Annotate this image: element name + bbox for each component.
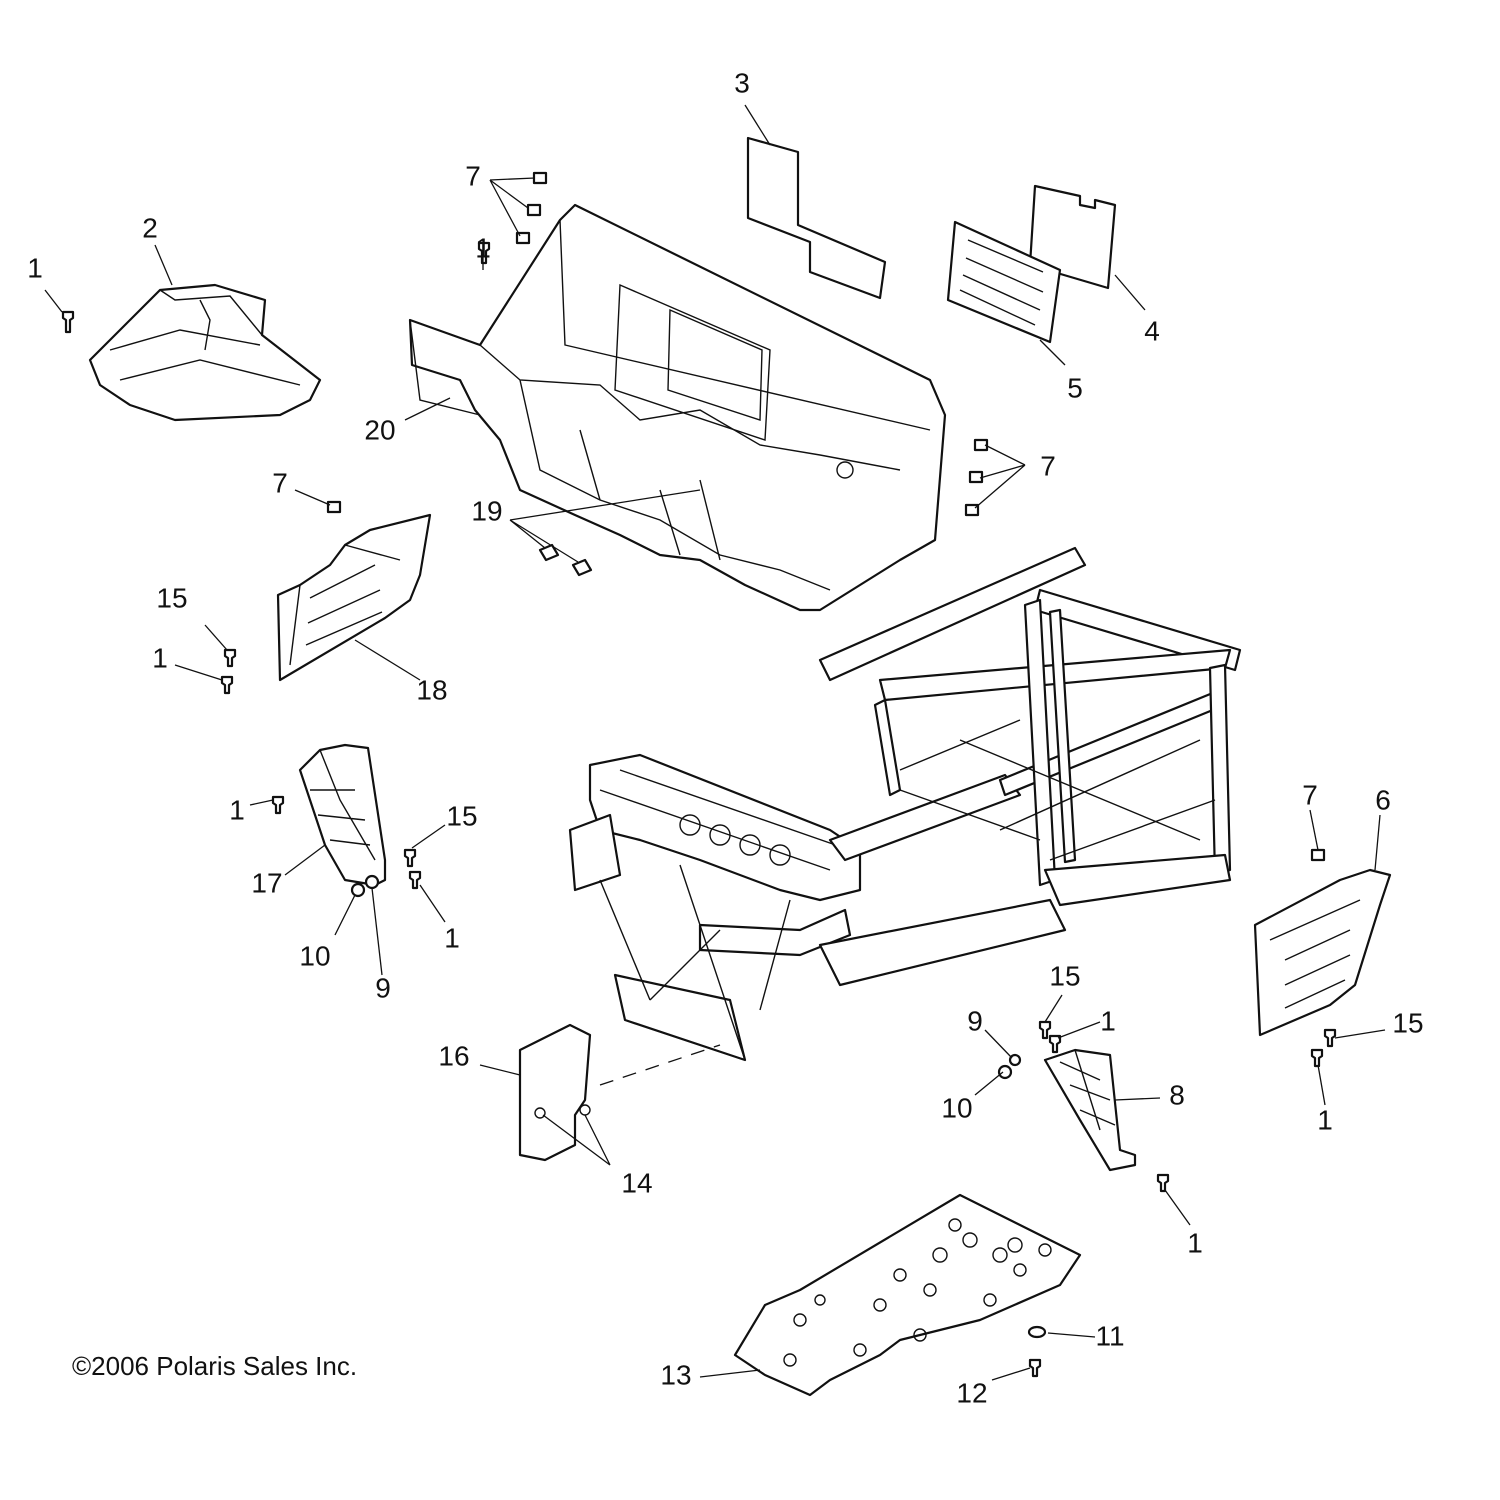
callout-1: 1	[1187, 1227, 1203, 1258]
callout-15: 15	[1049, 960, 1080, 991]
bolt-1b	[477, 241, 491, 265]
callout-20: 20	[364, 414, 395, 445]
bolt-15a	[223, 648, 237, 668]
callout-3: 3	[734, 67, 750, 98]
callout-9: 9	[967, 1005, 983, 1036]
chassis-frame	[568, 546, 1242, 1062]
clip-7-left	[326, 500, 342, 514]
fasteners-19	[538, 543, 593, 577]
callout-8: 8	[1169, 1079, 1185, 1110]
callout-1: 1	[152, 642, 168, 673]
hardware-small	[271, 795, 1337, 1378]
callout-1: 1	[1100, 1005, 1116, 1036]
leader-lines	[44, 104, 1386, 1381]
callout-19: 19	[471, 495, 502, 526]
callout-7: 7	[1302, 779, 1318, 810]
callout-10: 10	[941, 1092, 972, 1123]
callout-4: 4	[1144, 315, 1160, 346]
callout-1: 1	[229, 794, 245, 825]
callout-1: 1	[27, 252, 43, 283]
callout-11: 11	[1095, 1320, 1124, 1351]
callout-10: 10	[299, 940, 330, 971]
callout-7: 7	[272, 467, 288, 498]
part-2-floor-pan	[88, 283, 322, 422]
callout-15: 15	[156, 582, 187, 613]
part-20-bulkhead	[408, 203, 947, 612]
bolt-1a	[61, 310, 75, 334]
callout-13: 13	[660, 1359, 691, 1390]
bolt-1c	[220, 675, 234, 695]
copyright-notice: ©2006 Polaris Sales Inc.	[72, 1351, 357, 1381]
part-8-side-guard	[1043, 1048, 1137, 1172]
clips-7-top	[515, 171, 548, 245]
callout-15: 15	[446, 800, 477, 831]
callout-2: 2	[142, 212, 158, 243]
callout-18: 18	[416, 674, 447, 705]
callout-1: 1	[1317, 1104, 1333, 1135]
part-3-insulation-pad	[746, 136, 887, 300]
callout-labels: 1 2 3 7 1 4 5 20 7 7 19 15 1 18 1 15 17 …	[27, 67, 1423, 1408]
callout-14: 14	[621, 1167, 652, 1198]
callout-16: 16	[438, 1040, 469, 1071]
callout-6: 6	[1375, 784, 1391, 815]
part-13-skid-plate	[733, 1193, 1082, 1397]
part-6-side-panel	[1253, 868, 1392, 1037]
clip-7-right-panel	[1310, 848, 1326, 862]
dash-line	[599, 1044, 721, 1086]
callout-7: 7	[465, 160, 481, 191]
callout-15: 15	[1392, 1007, 1423, 1038]
part-17-side-guard	[298, 743, 387, 887]
callout-12: 12	[956, 1377, 987, 1408]
callout-9: 9	[375, 972, 391, 1003]
part-18-side-panel	[276, 513, 432, 682]
callout-17: 17	[251, 867, 282, 898]
callout-1: 1	[444, 922, 460, 953]
callout-7: 7	[1040, 450, 1056, 481]
part-16-bracket	[518, 1023, 592, 1162]
callout-5: 5	[1067, 372, 1083, 403]
part-5-vent-panel	[946, 220, 1062, 344]
callout-1: 1	[475, 232, 491, 263]
